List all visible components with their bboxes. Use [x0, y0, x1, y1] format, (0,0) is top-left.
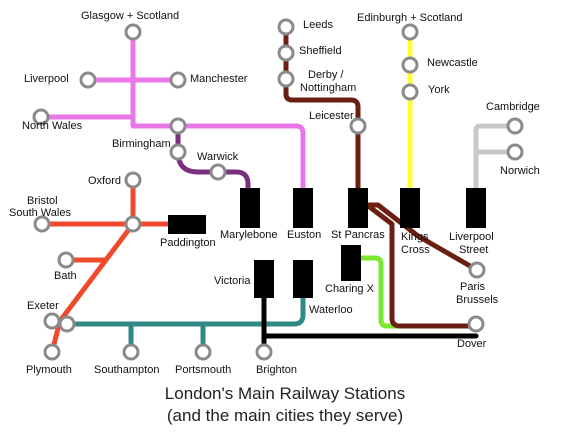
label-birmingham: Birmingham [112, 138, 171, 150]
label-cambridge: Cambridge [486, 101, 540, 113]
node-norwich [506, 143, 524, 161]
label-brussels: Brussels [456, 294, 499, 306]
label-sheffield: Sheffield [299, 45, 342, 57]
node-exeter-2 [58, 315, 76, 333]
node-sheffield [277, 44, 295, 62]
node-brighton [255, 343, 273, 361]
node-edinburgh [401, 23, 419, 41]
label-st-pancras: St Pancras [331, 229, 385, 241]
node-north-wales [32, 108, 50, 126]
southeastern-route [348, 255, 479, 329]
node-birmingham-1 [169, 117, 187, 135]
node-manchester [169, 71, 187, 89]
terminus-waterloo [293, 260, 313, 298]
label-paris: Paris [460, 281, 486, 293]
label-euston: Euston [287, 229, 322, 241]
terminus-victoria [254, 260, 274, 298]
route-lines [38, 24, 518, 355]
label-edinburgh: Edinburgh + Scotland [357, 12, 463, 24]
label-derby: Derby / [308, 69, 344, 81]
node-leeds [277, 18, 295, 36]
label-liverpool-street-1: Liverpool [449, 231, 494, 243]
node-oxford-junction [124, 215, 142, 233]
terminus-charing-cross [341, 245, 361, 281]
node-liverpool [79, 71, 97, 89]
terminus-paddington [168, 215, 206, 234]
great-western-route [39, 177, 189, 355]
label-leicester: Leicester [309, 110, 354, 122]
caption-title: London's Main Railway Stations [164, 384, 406, 403]
terminus-st-pancras [348, 188, 368, 228]
node-exeter-1 [43, 312, 61, 330]
label-brighton: Brighton [256, 364, 297, 376]
node-derby [277, 70, 295, 88]
node-oxford [124, 171, 142, 189]
terminus-stations [168, 188, 486, 298]
label-oxford: Oxford [88, 175, 122, 187]
label-glasgow: Glasgow + Scotland [81, 10, 180, 22]
node-dover [467, 315, 485, 333]
node-paris [468, 261, 486, 279]
node-warwick [209, 163, 227, 181]
label-norwich: Norwich [500, 165, 540, 177]
label-marylebone: Marylebone [220, 229, 278, 241]
label-north-wales: North Wales [22, 120, 83, 132]
node-plymouth [43, 343, 61, 361]
terminus-euston [293, 188, 313, 228]
city-nodes [32, 18, 524, 361]
node-cambridge [506, 117, 524, 135]
label-charing-cross: Charing X [325, 283, 374, 295]
label-waterloo: Waterloo [309, 304, 353, 316]
node-bath [57, 251, 75, 269]
node-york [401, 83, 419, 101]
label-leeds: Leeds [303, 19, 333, 31]
label-southampton: Southampton [94, 364, 160, 376]
node-newcastle [401, 56, 419, 74]
label-york: York [428, 84, 450, 96]
label-dover: Dover [457, 338, 487, 350]
label-nottingham: Nottingham [300, 82, 357, 94]
midland-route [283, 24, 361, 208]
label-kings-cross-2: Cross [401, 244, 430, 256]
node-leicester [349, 117, 367, 135]
label-south-wales: South Wales [9, 207, 71, 219]
label-paddington: Paddington [160, 237, 216, 249]
label-warwick: Warwick [197, 151, 239, 163]
label-manchester: Manchester [190, 73, 248, 85]
label-plymouth: Plymouth [26, 364, 72, 376]
label-newcastle: Newcastle [427, 57, 478, 69]
label-kings-cross-1: Kings [401, 231, 429, 243]
label-bristol: Bristol [27, 195, 58, 207]
node-glasgow [124, 23, 142, 41]
label-liverpool: Liverpool [24, 73, 69, 85]
label-liverpool-street-2: Street [459, 244, 489, 256]
node-birmingham-2 [169, 143, 187, 161]
caption-subtitle: (and the main cities they serve) [166, 406, 404, 425]
label-bath: Bath [54, 270, 77, 282]
node-bristol [33, 215, 51, 233]
west-coast-route [38, 29, 306, 208]
node-southampton [122, 343, 140, 361]
terminus-kings-cross [400, 188, 420, 228]
terminus-liverpool-street [466, 188, 486, 228]
terminus-marylebone [240, 188, 260, 228]
label-portsmouth: Portsmouth [175, 364, 232, 376]
label-victoria: Victoria [214, 275, 251, 287]
label-exeter: Exeter [27, 300, 59, 312]
node-portsmouth [194, 343, 212, 361]
